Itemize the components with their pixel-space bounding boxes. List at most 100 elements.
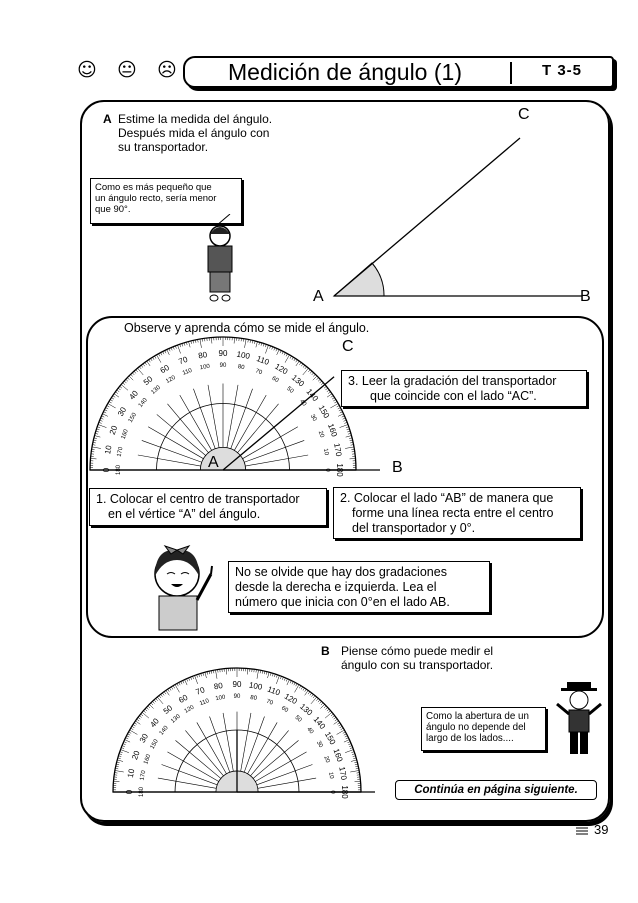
protractor-tick (152, 701, 155, 704)
protractor-tick (190, 340, 192, 344)
outer-scale-label: 100 (248, 681, 263, 692)
protractor-tick (188, 677, 190, 681)
protractor-ray (193, 388, 216, 449)
inner-scale-label: 160 (121, 428, 130, 440)
protractor-tick (188, 341, 191, 348)
abertura-speech-bubble: Como la abertura de un ángulo no depende… (421, 707, 546, 751)
protractor-tick (354, 761, 358, 763)
protractor-tick (144, 362, 147, 365)
protractor-tick (119, 751, 123, 753)
protractor-ray (243, 716, 265, 773)
protractor-tick (299, 685, 302, 689)
protractor-tick (104, 409, 108, 412)
protractor-tick (347, 741, 351, 744)
protractor-tick (186, 342, 188, 346)
protractor-tick (99, 419, 103, 422)
protractor-tick (139, 366, 142, 370)
inner-scale-label: 170 (117, 446, 125, 458)
protractor-tick (116, 763, 120, 766)
inner-scale-label: 30 (309, 414, 318, 423)
protractor-ray (207, 384, 220, 448)
observe-heading: Observe y aprenda cómo se mide el ángulo… (124, 321, 370, 335)
outer-scale-label: 90 (233, 680, 242, 689)
inner-scale-label: 130 (170, 713, 182, 724)
title-bar: Medición de ángulo (1) T 3-5 (183, 56, 614, 88)
protractor-tick (181, 343, 184, 347)
protractor-tick (97, 424, 107, 428)
protractor-ray (179, 394, 212, 451)
protractor-center (199, 446, 247, 471)
protractor-tick (334, 718, 338, 722)
protractor-tick (102, 413, 109, 417)
protractor-tick (302, 687, 305, 691)
protractor-tick (295, 360, 300, 367)
protractor-tick (270, 672, 272, 676)
step-2-box: 2. Colocar el lado “AB” de manera que fo… (333, 487, 581, 539)
protractor-tick (110, 399, 113, 402)
inner-scale-label: 10 (322, 448, 329, 456)
protractor-tick (345, 435, 352, 438)
protractor-tick (94, 435, 101, 438)
protractor-tick (183, 342, 186, 346)
protractor-ray (137, 454, 201, 467)
protractor-tick (342, 731, 346, 734)
protractor-tick (317, 379, 321, 382)
protractor-tick (120, 384, 129, 391)
inner-scale-label: 120 (165, 375, 177, 386)
protractor-ray (252, 740, 299, 779)
protractor-tick (254, 340, 256, 344)
protractor-tick (113, 780, 120, 782)
protractor-tick (312, 695, 316, 699)
protractor-ray (240, 712, 252, 772)
protractor-tick (316, 698, 319, 701)
protractor-tick (107, 403, 116, 409)
protractor-tick (124, 739, 131, 743)
protractor-tick (175, 345, 177, 349)
protractor-tick (352, 755, 356, 757)
protractor-tick (178, 682, 181, 686)
protractor-tick (101, 415, 105, 418)
protractor-tick (352, 753, 356, 755)
protractor-tick (338, 409, 342, 412)
protractor-tick (123, 741, 127, 744)
protractor-tick (316, 377, 319, 380)
protractor-tick (174, 684, 180, 693)
protractor-tick (310, 696, 317, 705)
protractor-tick (163, 691, 167, 695)
protractor-tick (167, 689, 170, 692)
protractor-tick (137, 717, 141, 720)
sad-face-icon[interactable]: ☹ (157, 59, 177, 81)
happy-face-icon[interactable]: ☺ (77, 59, 97, 81)
protractor-tick (247, 339, 249, 343)
continue-next-page-label[interactable]: Continúa en página siguiente. (395, 780, 597, 800)
protractor-ray (255, 751, 307, 782)
inner-scale-label: 30 (315, 740, 324, 749)
protractor-tick (267, 672, 270, 679)
protractor-tick (323, 705, 327, 709)
protractor-tick (157, 696, 164, 705)
protractor-tick (272, 673, 274, 677)
protractor-tick (172, 685, 175, 689)
protractor-tick (344, 749, 354, 753)
inner-scale-label: 110 (182, 368, 194, 377)
protractor-tick (337, 413, 344, 417)
protractor-tick (166, 349, 170, 356)
section-a-instruction: Estime la medida del ángulo. Después mid… (118, 112, 273, 154)
protractor-tick (211, 337, 213, 344)
protractor-tick (215, 669, 218, 679)
protractor-tick (92, 442, 96, 444)
protractor-tick (149, 704, 154, 709)
outer-scale-label: 10 (126, 768, 137, 779)
step-1-box: 1. Colocar el centro de transportador en… (89, 488, 327, 526)
protractor-tick (279, 350, 282, 354)
observe-b-label: B (392, 459, 403, 476)
inner-scale-label: 80 (237, 364, 245, 371)
protractor-tick (179, 344, 181, 348)
neutral-face-icon[interactable]: 😐 (117, 59, 137, 81)
inner-scale-label: 70 (254, 368, 263, 376)
inner-scale-label: 120 (184, 704, 196, 715)
protractor-tick (132, 724, 136, 727)
protractor-tick (312, 375, 318, 381)
protractor-tick (353, 757, 357, 759)
protractor-tick (131, 726, 135, 729)
